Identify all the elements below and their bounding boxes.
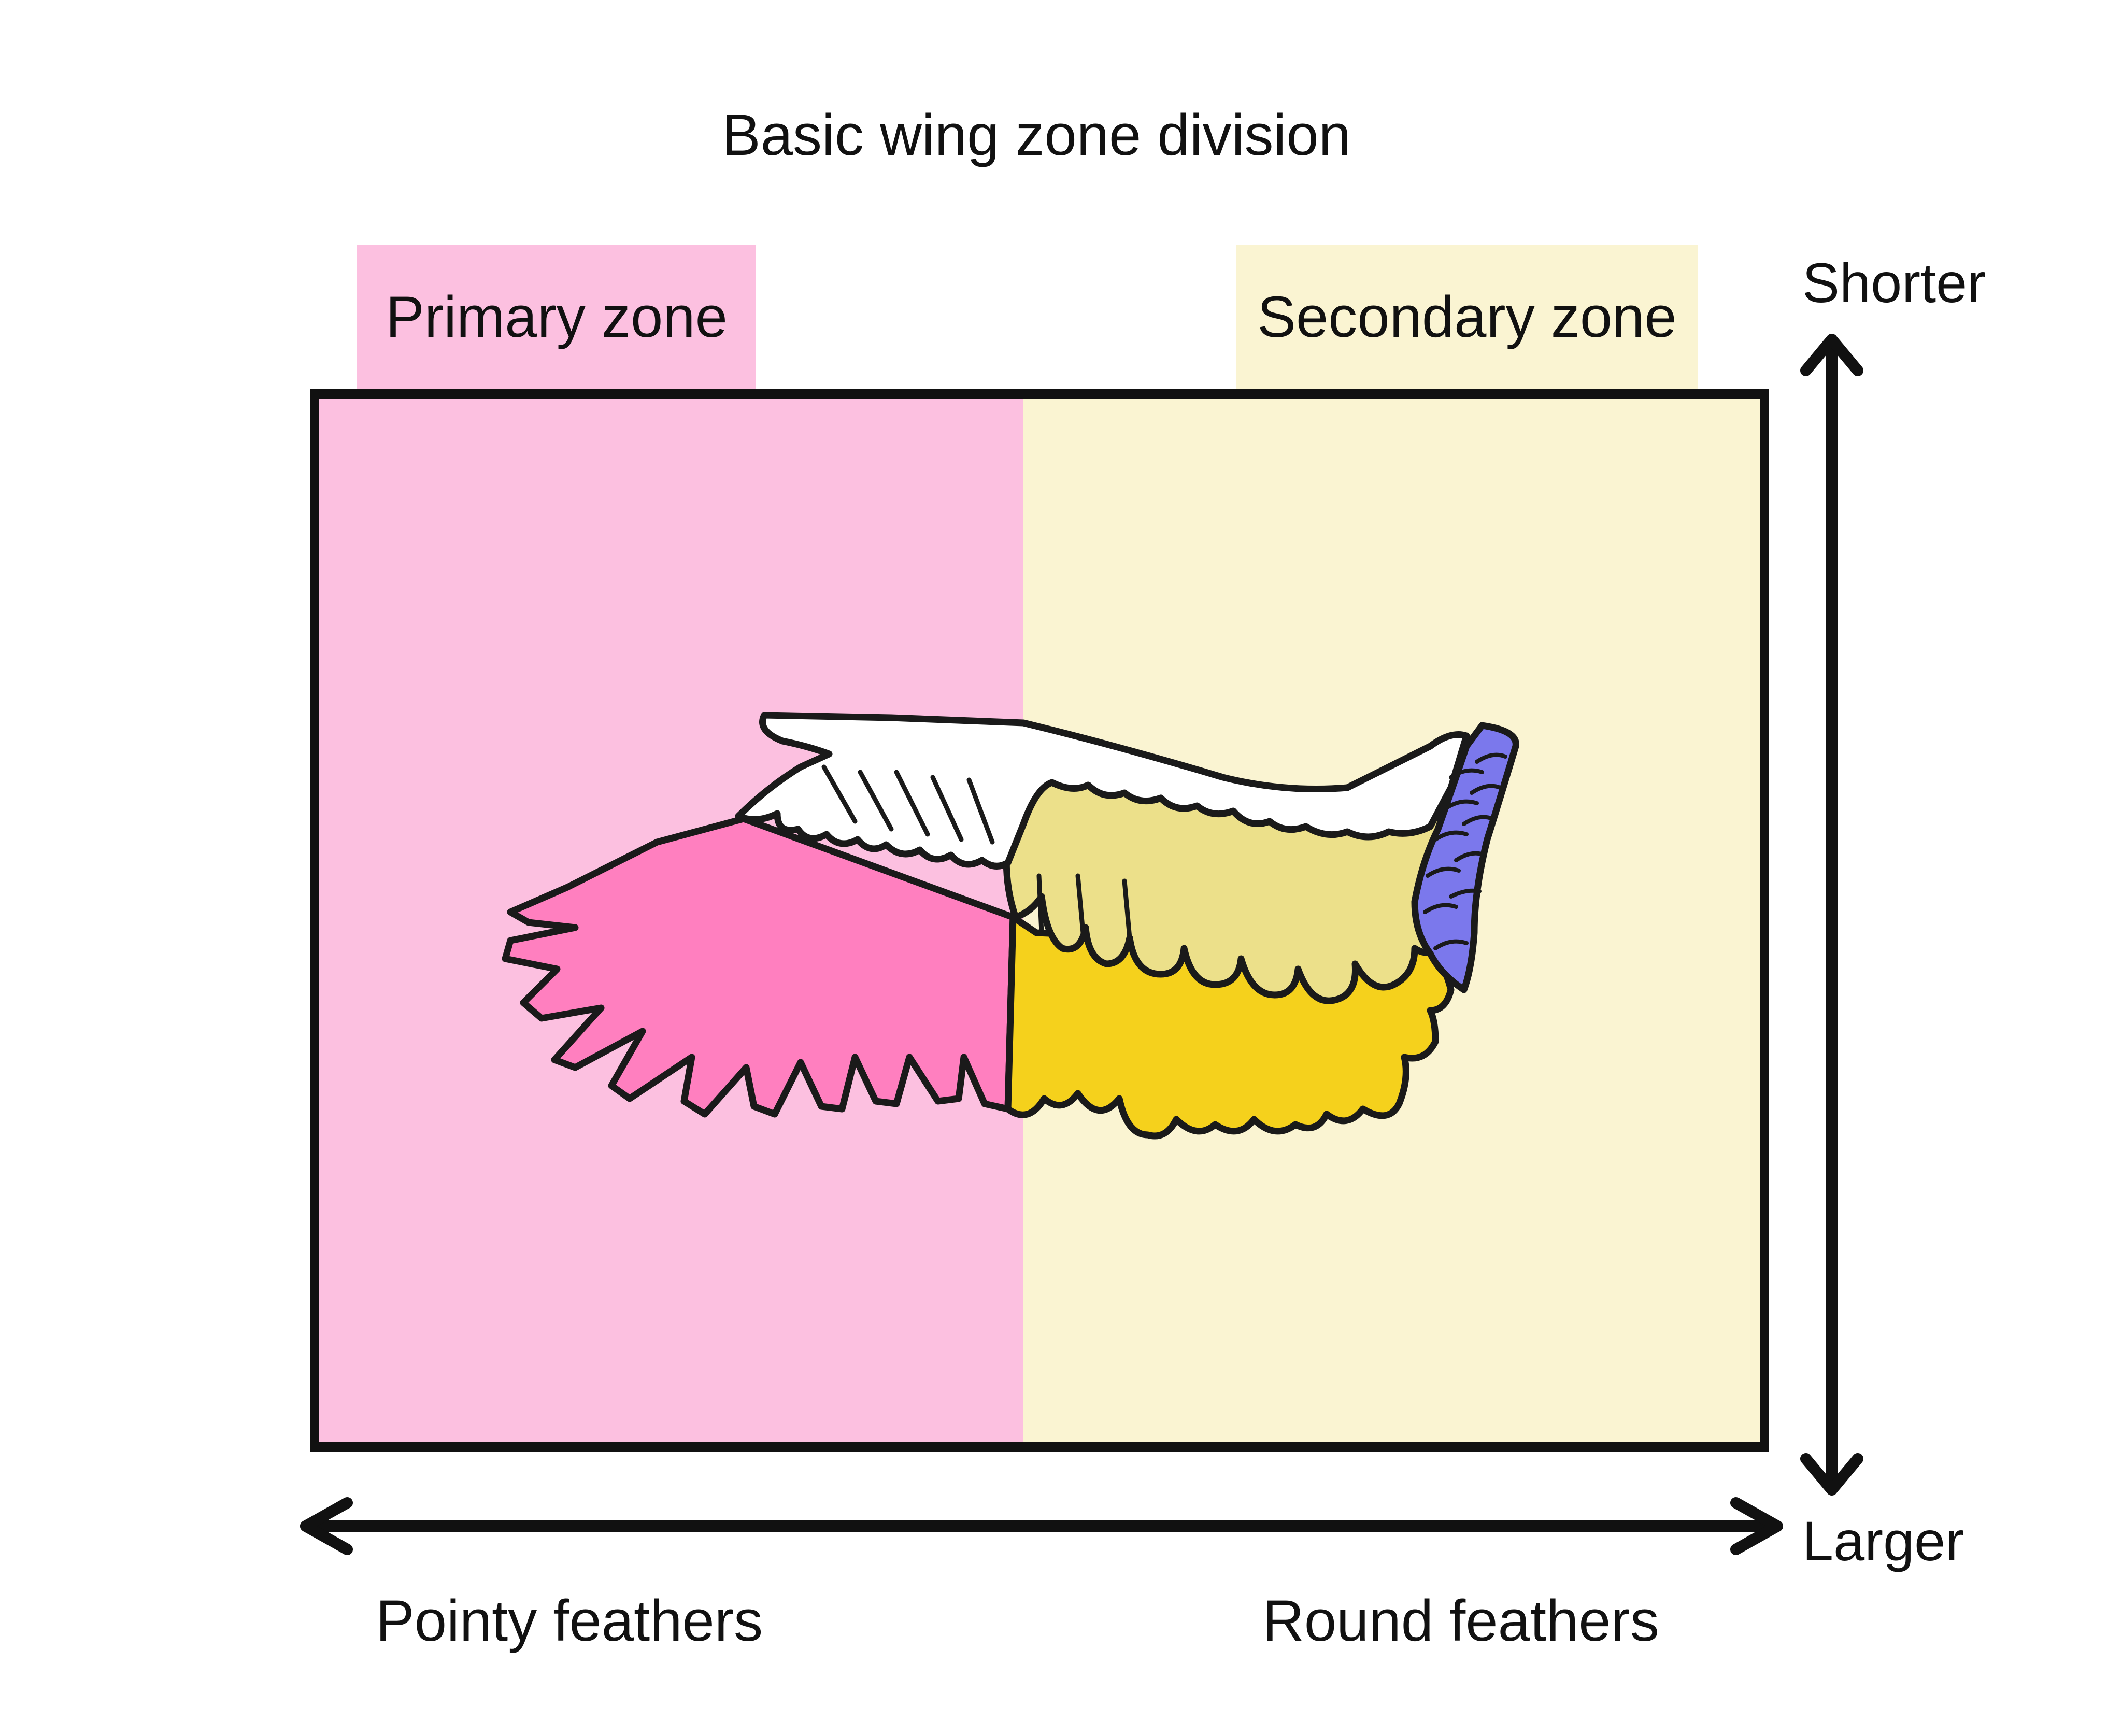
- shorter-label: Shorter: [1802, 251, 1986, 314]
- wing-illustration: [502, 712, 1519, 1140]
- secondary-zone-label-box: Secondary zone: [1236, 245, 1698, 389]
- diagram-title: Basic wing zone division: [722, 103, 1351, 167]
- round-feathers-label: Round feathers: [1262, 1588, 1659, 1653]
- zone-frame: [310, 389, 1769, 1452]
- primary-feathers: [502, 815, 1017, 1118]
- horizontal-double-arrow: [300, 1497, 1783, 1555]
- primary-zone-label: Primary zone: [386, 284, 728, 349]
- larger-label: Larger: [1802, 1510, 1964, 1572]
- secondary-zone-label: Secondary zone: [1257, 284, 1677, 349]
- vertical-double-arrow: [1800, 334, 1863, 1496]
- pointy-feathers-label: Pointy feathers: [376, 1588, 763, 1653]
- primary-zone-label-box: Primary zone: [357, 245, 756, 389]
- covert-detail-lines: [821, 764, 1132, 941]
- alula-feathers: [1411, 722, 1519, 993]
- covert-feathers: [735, 712, 1470, 870]
